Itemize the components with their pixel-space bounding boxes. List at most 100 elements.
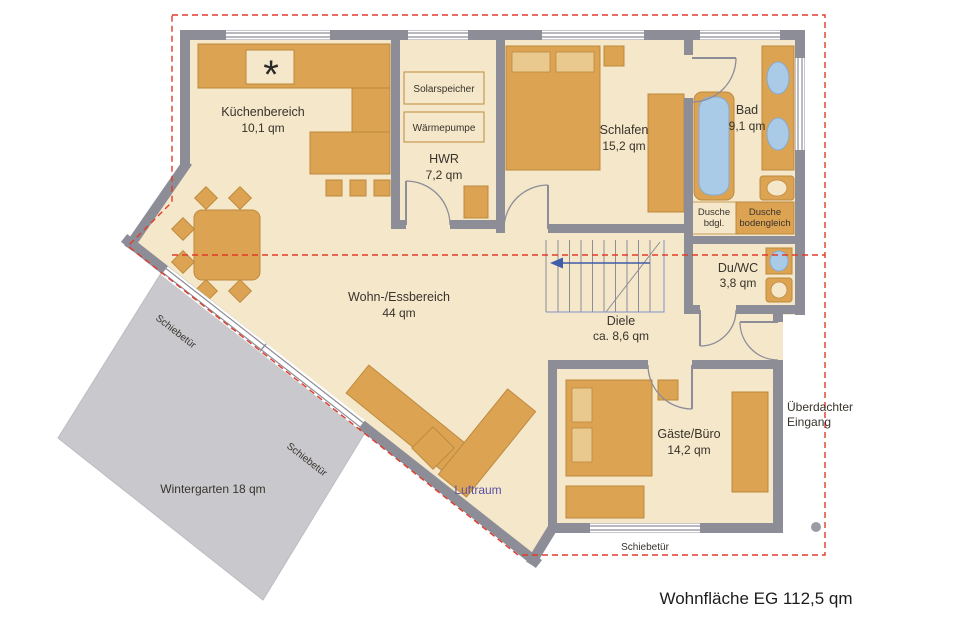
- label-dusche-bdgl-2: bdgl.: [704, 218, 725, 229]
- window-bad: [700, 30, 780, 40]
- wall-hwr-bottom: [391, 220, 406, 229]
- dining-table: [193, 209, 261, 281]
- door-entrance: [739, 321, 779, 361]
- room-area-diele: ca. 8,6 qm: [593, 329, 649, 343]
- label-waermepumpe: Wärmepumpe: [413, 123, 476, 134]
- window-schlafen: [542, 30, 644, 40]
- outer-wall-left: [180, 30, 190, 168]
- doors: [405, 57, 779, 410]
- pillow: [571, 427, 593, 463]
- room-label-kueche: Küchenbereich: [221, 105, 304, 119]
- nightstand: [603, 45, 625, 67]
- wall-hwr-schlafen: [496, 38, 505, 233]
- outer-wall-top: [180, 30, 805, 40]
- stool: [349, 179, 367, 197]
- guest-wardrobe: [731, 391, 769, 493]
- room-area-duwc: 3,8 qm: [720, 276, 757, 290]
- sink: [766, 61, 790, 95]
- total-area-label: Wohnfläche EG 112,5 qm: [659, 589, 852, 608]
- sliding-door-divider: [259, 343, 267, 353]
- wall-kitchen-hwr: [391, 38, 400, 228]
- pillow: [571, 387, 593, 423]
- stairs: [545, 240, 665, 313]
- label-ueberdachter-eingang-1: Überdachter: [787, 400, 853, 414]
- room-label-hwr: HWR: [429, 152, 459, 166]
- label-solarspeicher: Solarspeicher: [413, 84, 475, 95]
- kitchen-cabinet: [351, 87, 391, 133]
- door-bad: [691, 57, 737, 103]
- wall-duwc-bottom: [736, 305, 805, 314]
- outer-wall-right-lower: [773, 360, 783, 533]
- sliding-door-bottom: [590, 523, 700, 533]
- roof-outline-dashed: [126, 14, 826, 556]
- label-ueberdachter-eingang-2: Eingang: [787, 415, 831, 429]
- window-bad-right: [795, 58, 805, 150]
- guest-desk: [565, 485, 645, 519]
- windows: [161, 30, 805, 533]
- wall-gaeste-top: [548, 360, 648, 369]
- wardrobe-schlafen: [647, 93, 685, 213]
- door-gaeste: [647, 364, 693, 410]
- toilet-seat: [766, 179, 788, 197]
- stair-cut-line: [605, 241, 661, 313]
- wc-toilet-seat: [770, 281, 788, 299]
- guest-nightstand: [657, 379, 679, 401]
- dining-chair: [170, 216, 196, 242]
- door-schlafen: [503, 184, 549, 230]
- pillow: [555, 51, 595, 73]
- window-hwr: [408, 30, 468, 40]
- wall-gaeste-top: [692, 360, 783, 369]
- sofa: [437, 388, 537, 498]
- room-area-kueche: 10,1 qm: [241, 121, 284, 135]
- dining-chair: [227, 278, 253, 304]
- label-dusche-bodengleich-2: bodengleich: [739, 218, 790, 229]
- coffee-table: [411, 426, 455, 470]
- label-luftraum: Luftraum: [454, 483, 501, 497]
- stairs-arrow-head: [550, 257, 563, 269]
- stair-outline: [546, 240, 665, 313]
- room-area-bad: 9,1 qm: [729, 119, 766, 133]
- wall-duwc-bottom: [684, 305, 700, 314]
- room-area-wohnen: 44 qm: [382, 306, 415, 320]
- sink: [766, 117, 790, 151]
- room-area-gaeste: 14,2 qm: [667, 443, 710, 457]
- stool: [373, 179, 391, 197]
- hwr-appliance: [463, 185, 489, 219]
- solarspeicher-unit: [403, 71, 485, 105]
- wall-hwr-bottom: [450, 220, 505, 229]
- dining-chair: [193, 185, 219, 211]
- dining-chair: [227, 185, 253, 211]
- roof-outlines: [126, 14, 826, 556]
- star-marker: *: [263, 53, 279, 97]
- wc-sink: [769, 250, 789, 272]
- outer-wall-right-upper: [795, 30, 805, 315]
- wall-schlafen-bottom: [548, 224, 693, 233]
- bathtub-water: [698, 96, 730, 196]
- label-dusche-bodengleich-1: Dusche: [749, 207, 781, 218]
- door-duwc: [699, 309, 737, 347]
- room-label-bad: Bad: [736, 103, 758, 117]
- room-label-diele: Diele: [607, 314, 636, 328]
- room-area-hwr: 7,2 qm: [426, 168, 463, 182]
- room-area-schlafen: 15,2 qm: [602, 139, 645, 153]
- stool: [325, 179, 343, 197]
- label-schiebetuer-bottom: Schiebetür: [621, 542, 669, 553]
- outer-wall-diagonal-short: [124, 159, 192, 251]
- wall-bad-left: [684, 38, 693, 55]
- room-label-wohnen: Wohn-/Essbereich: [348, 290, 450, 304]
- wall-bad-left: [684, 98, 693, 310]
- window-kitchen: [226, 30, 330, 40]
- dining-chair: [170, 249, 196, 275]
- cooktop: [245, 49, 295, 85]
- wall-bad-duwc: [684, 236, 805, 244]
- column-dot: [811, 522, 821, 532]
- wall-gaeste-left: [548, 360, 557, 532]
- room-label-gaeste: Gäste/Büro: [657, 427, 720, 441]
- sliding-door-diagonal: [161, 266, 365, 430]
- pillow: [511, 51, 551, 73]
- label-wintergarten: Wintergarten 18 qm: [160, 482, 265, 496]
- waermepumpe-unit: [403, 111, 485, 143]
- door-hwr: [405, 180, 451, 226]
- room-label-duwc: Du/WC: [718, 261, 758, 275]
